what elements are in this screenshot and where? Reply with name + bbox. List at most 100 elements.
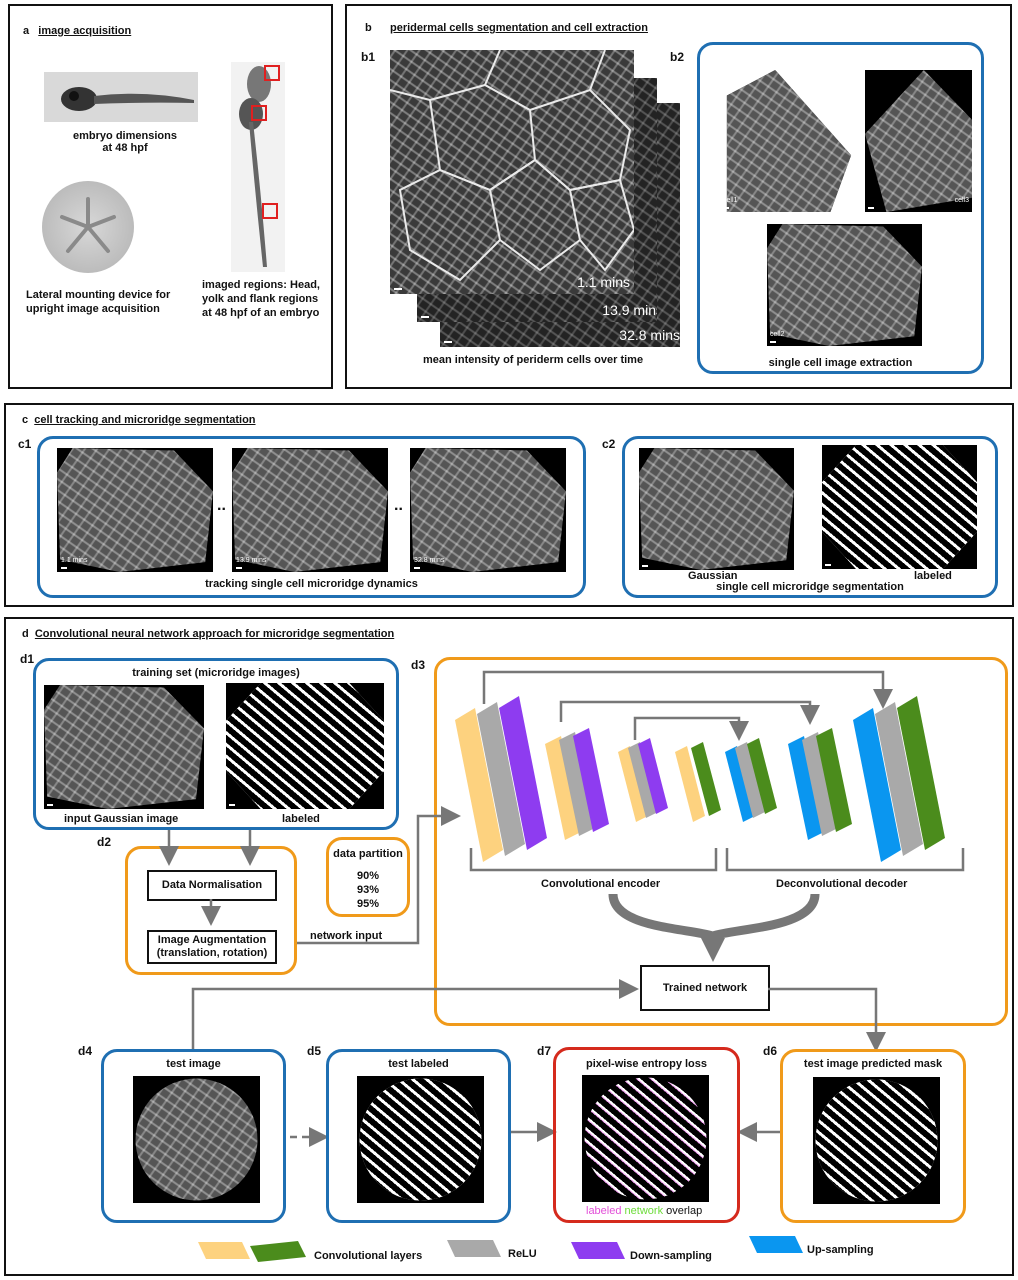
panel-b-letter: b xyxy=(365,22,372,34)
panel-b: b peridermal cells segmentation and cell… xyxy=(345,4,1012,389)
bottleneck-conv-2 xyxy=(691,742,721,816)
c1-frame-3: 32.8 mins xyxy=(410,448,566,572)
training-input-image xyxy=(44,685,204,809)
encoder-2-down xyxy=(573,728,609,832)
panel-d-title: Convolutional neural network approach fo… xyxy=(34,628,395,640)
device-caption-line1: Lateral mounting device for xyxy=(26,289,171,301)
data-normalisation-block: Data Normalisation xyxy=(147,870,277,901)
scale-bar xyxy=(61,567,67,569)
legend-down-icon xyxy=(571,1242,625,1259)
test-labeled-title: test labeled xyxy=(388,1058,449,1070)
panel-b-title: peridermal cells segmentation and cell e… xyxy=(390,22,648,34)
b2-box: cell1 cell3 cell2 single cell image extr… xyxy=(697,42,984,374)
c2-caption: single cell microridge segmentation xyxy=(716,581,904,593)
legend-relu-label: ReLU xyxy=(508,1248,537,1260)
encoder-3-conv xyxy=(618,746,648,822)
legend-up-icon xyxy=(749,1236,803,1253)
b1-caption: mean intensity of periderm cells over ti… xyxy=(423,354,644,366)
data-normalisation-label: Data Normalisation xyxy=(161,879,263,891)
augmentation-line1: Image Augmentation xyxy=(157,934,267,946)
d4-test-image-box: test image xyxy=(101,1049,286,1223)
b2-caption: single cell image extraction xyxy=(768,357,913,369)
encoder-2-relu xyxy=(559,732,595,836)
predicted-title: test image predicted mask xyxy=(803,1058,943,1070)
panel-b-heading: b xyxy=(365,22,372,34)
c1-ellipsis-2: .. xyxy=(394,497,403,514)
b1-time-1: 1.1 mins xyxy=(577,274,630,290)
entropy-overlap-image xyxy=(582,1075,709,1202)
encoder-1-conv xyxy=(455,708,503,862)
d1-label: d1 xyxy=(20,652,35,666)
partition-title: data partition xyxy=(333,848,403,860)
embryo-image xyxy=(44,72,198,122)
legend-conv-label: Convolutional layers xyxy=(314,1250,423,1262)
scale-bar xyxy=(229,804,235,806)
c2-label: c2 xyxy=(602,437,616,451)
network-input-label: network input xyxy=(310,930,383,942)
cell3-label: cell3 xyxy=(954,197,969,204)
scale-bar xyxy=(868,207,874,209)
panel-c-letter: c xyxy=(22,414,29,426)
encoder-2-conv xyxy=(545,736,581,840)
partition-90: 90% xyxy=(356,870,380,882)
regions-caption-line1: imaged regions: Head, xyxy=(202,279,320,291)
legend-conv-yellow-icon xyxy=(198,1242,250,1259)
partition-95: 95% xyxy=(356,898,380,910)
cell-boundaries xyxy=(390,50,634,282)
partition-93: 93% xyxy=(356,884,380,896)
decoder-2-up xyxy=(788,736,824,840)
decoder-2-relu xyxy=(802,732,838,836)
training-labeled-image xyxy=(226,683,384,809)
d6-predicted-mask-box: test image predicted mask xyxy=(780,1049,966,1223)
d3-label: d3 xyxy=(411,658,426,672)
legend-conv-green-icon xyxy=(250,1241,306,1262)
scale-bar xyxy=(444,341,452,343)
regions-caption-line3: at 48 hpf of an embryo xyxy=(202,307,320,319)
b1-time-2: 13.9 mins xyxy=(602,302,657,318)
b2-label: b2 xyxy=(670,50,685,64)
regions-caption-line2: yolk and flank regions xyxy=(202,293,319,305)
data-partition-box: data partition 90% 93% 95% xyxy=(326,837,410,917)
legend-down-label: Down-sampling xyxy=(630,1250,712,1262)
c1-label: c1 xyxy=(18,437,32,451)
device-caption-line2: upright image acquisition xyxy=(26,303,160,315)
scale-bar xyxy=(236,567,242,569)
d6-label: d6 xyxy=(763,1044,778,1058)
mounting-device-image xyxy=(42,181,134,273)
overlap-legend: labeled network overlap xyxy=(586,1205,702,1217)
trained-network-block: Trained network xyxy=(640,965,770,1011)
cell3-frame: cell3 xyxy=(865,70,972,212)
trained-network-label: Trained network xyxy=(662,981,748,994)
panel-a-heading: a image acquisition xyxy=(23,25,131,37)
panel-d-letter: d xyxy=(22,628,29,640)
device-caption: Lateral mounting device for upright imag… xyxy=(26,288,170,316)
augmentation-block: Image Augmentation (translation, rotatio… xyxy=(147,930,277,964)
training-title: training set (microridge images) xyxy=(132,667,300,679)
overlap-labeled-text: labeled xyxy=(586,1205,622,1217)
mounting-device-drawing xyxy=(60,197,116,253)
panel-a: a image acquisition embryo dimensions at… xyxy=(8,4,333,389)
c1-ellipsis-1: .. xyxy=(217,497,226,514)
bottleneck-conv xyxy=(675,746,705,822)
vertical-embryo-image xyxy=(231,62,285,272)
augmentation-line2: (translation, rotation) xyxy=(156,947,268,959)
encoder-1-down xyxy=(499,696,547,850)
predicted-mask-image xyxy=(813,1077,940,1204)
panel-c-heading: c cell tracking and microridge segmentat… xyxy=(22,414,256,426)
training-input-caption: input Gaussian image xyxy=(64,813,179,825)
cnn-architecture xyxy=(455,670,965,962)
encoder-label: Convolutional encoder xyxy=(541,878,661,890)
c2-gaussian-image xyxy=(639,448,794,570)
overlap-network-text: network xyxy=(624,1205,664,1217)
decoder-3-up xyxy=(853,708,901,862)
d5-test-labeled-box: test labeled xyxy=(326,1049,511,1223)
scale-bar xyxy=(825,564,831,566)
training-labeled-caption: labeled xyxy=(282,813,320,825)
c1-frame-1: 1.1 mins xyxy=(57,448,213,572)
panel-c-title: cell tracking and microridge segmentatio… xyxy=(34,414,256,426)
encoder-1-relu xyxy=(477,702,525,856)
scale-bar xyxy=(723,207,729,209)
embryo-caption-line1: embryo dimensions xyxy=(73,130,177,142)
d1-training-box: training set (microridge images) input G… xyxy=(33,658,399,830)
decoder-3-relu xyxy=(875,702,923,856)
